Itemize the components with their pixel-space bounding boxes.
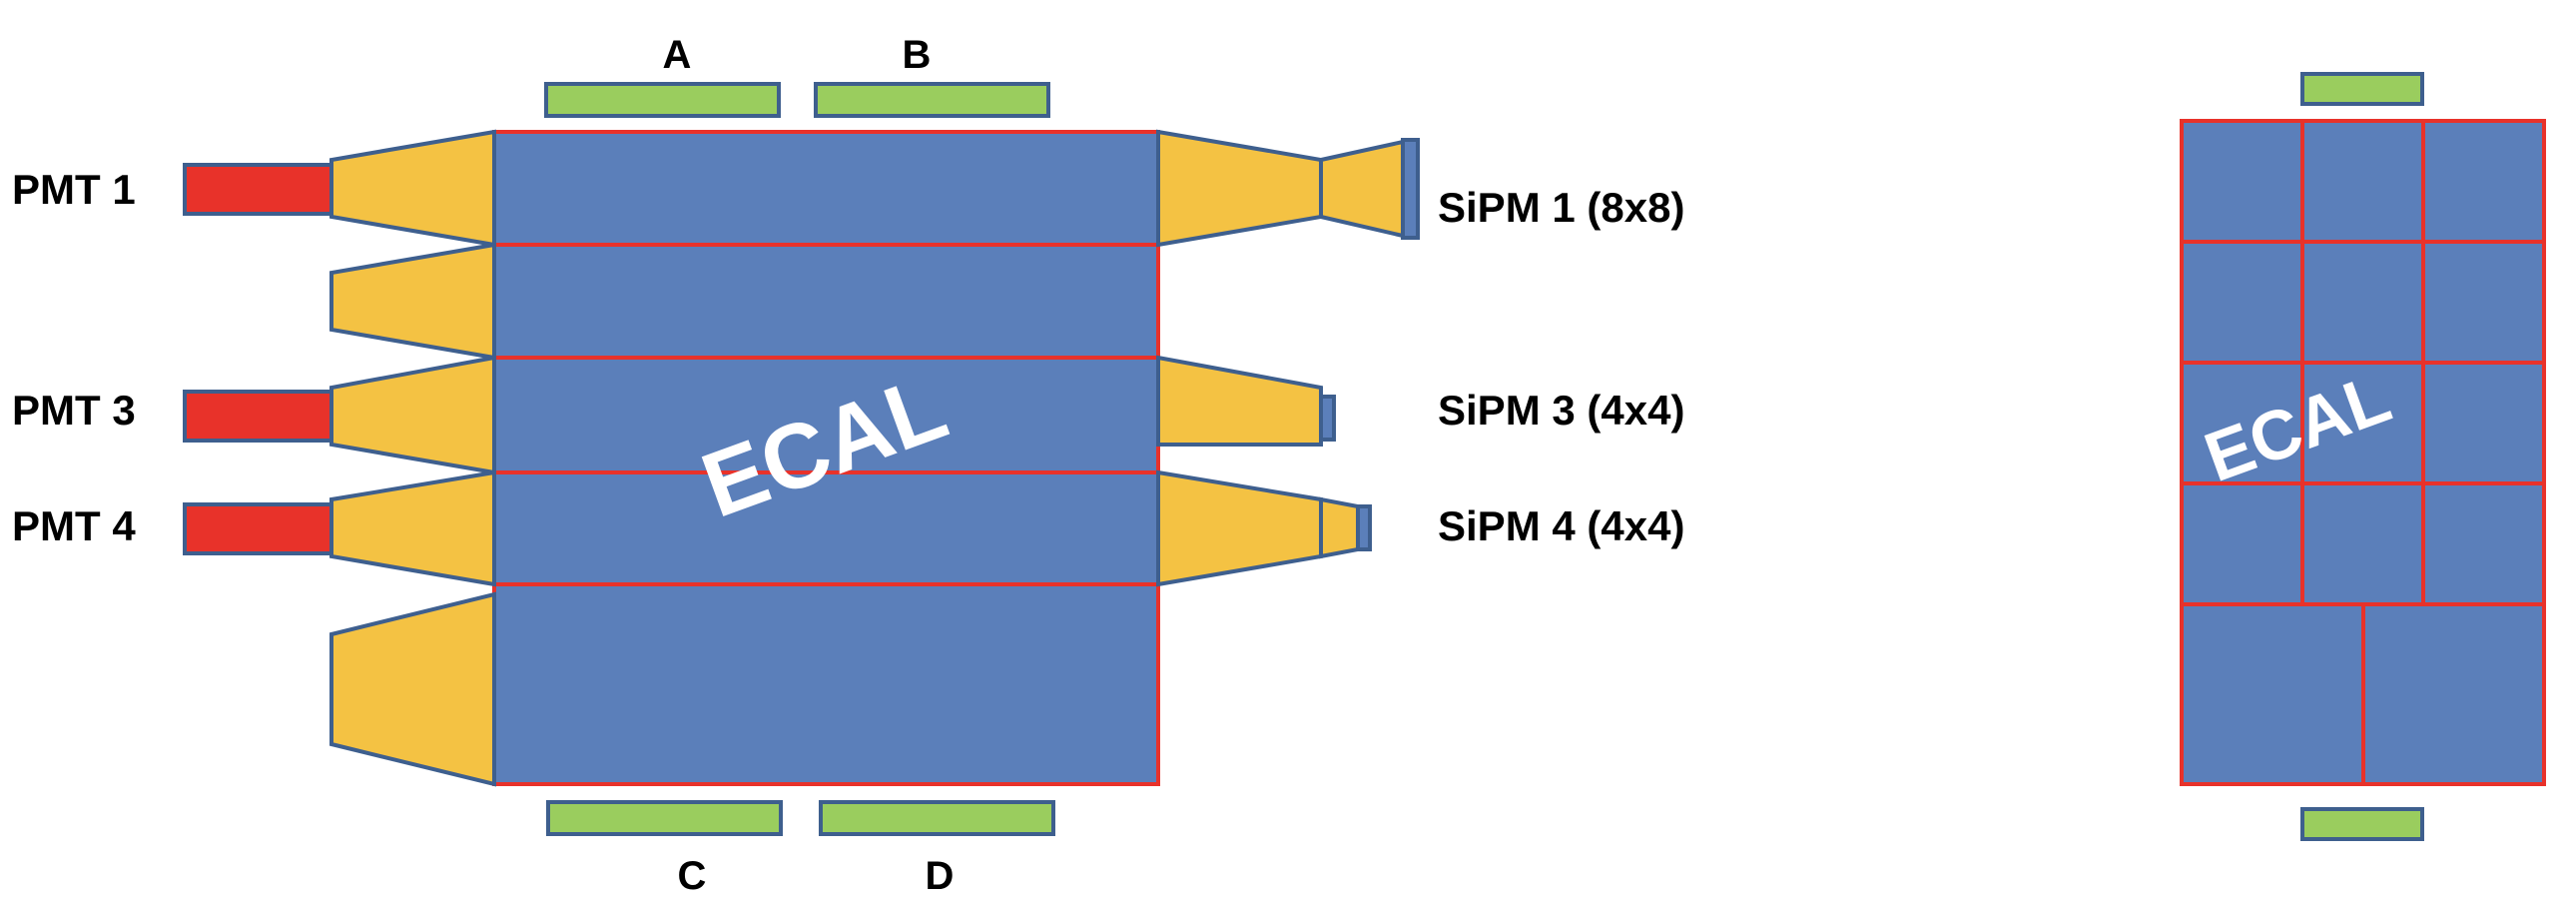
counter-a-label: A (663, 33, 692, 77)
side-view: A B C D PMT 1 PMT 3 PMT 4 (12, 33, 1684, 898)
counter-c-label: C (678, 854, 707, 898)
crystal-row-1 (492, 130, 1160, 247)
crystal-row-3 (492, 356, 1160, 474)
front-cell (2180, 240, 2304, 365)
sipm-1-label: SiPM 1 (8x8) (1438, 184, 1684, 231)
sipm-4-label: SiPM 4 (4x4) (1438, 502, 1684, 549)
light-guide-right-1b (1319, 139, 1405, 239)
front-cell (2180, 481, 2304, 606)
light-guide-right-1 (1156, 129, 1323, 248)
pmt-1 (183, 163, 333, 216)
sipm-3-label: SiPM 3 (4x4) (1438, 387, 1684, 434)
pmt-4 (183, 502, 333, 555)
crystal-row-5 (492, 582, 1160, 786)
sipm-4 (1356, 504, 1372, 551)
pmt-4-label: PMT 4 (12, 502, 136, 549)
counter-c (546, 800, 783, 836)
front-cell (2421, 240, 2546, 365)
light-guide-left-5 (329, 591, 496, 787)
front-cell (2180, 119, 2304, 244)
front-cell (2421, 361, 2546, 485)
sipm-3 (1319, 395, 1336, 442)
front-cell (2300, 240, 2425, 365)
front-counter-top (2300, 72, 2424, 106)
front-view: ECAL (2180, 72, 2546, 841)
front-cell-large (2180, 602, 2365, 786)
pmt-1-label: PMT 1 (12, 166, 136, 213)
counter-d (819, 800, 1055, 836)
front-cell (2300, 481, 2425, 606)
front-cell (2180, 361, 2304, 485)
counter-b (814, 82, 1050, 118)
pmt-3-label: PMT 3 (12, 387, 136, 434)
front-cell (2421, 481, 2546, 606)
pmt-3 (183, 390, 333, 443)
counter-d-label: D (926, 854, 955, 898)
light-guide-right-4 (1156, 469, 1323, 587)
crystal-row-4 (492, 470, 1160, 586)
front-cell (2421, 119, 2546, 244)
light-guide-left-4 (329, 469, 496, 587)
front-cell-large (2361, 602, 2546, 786)
front-cell (2300, 119, 2425, 244)
light-guide-left-2 (329, 242, 496, 361)
light-guide-right-4b (1319, 496, 1360, 559)
sipm-1 (1401, 138, 1420, 240)
light-guide-right-3 (1156, 355, 1323, 447)
light-guide-left-1 (329, 129, 496, 248)
counter-a (544, 82, 781, 118)
crystal-row-2 (492, 243, 1160, 360)
light-guide-left-3 (329, 355, 496, 475)
front-counter-bottom (2300, 807, 2424, 841)
counter-b-label: B (903, 33, 932, 77)
